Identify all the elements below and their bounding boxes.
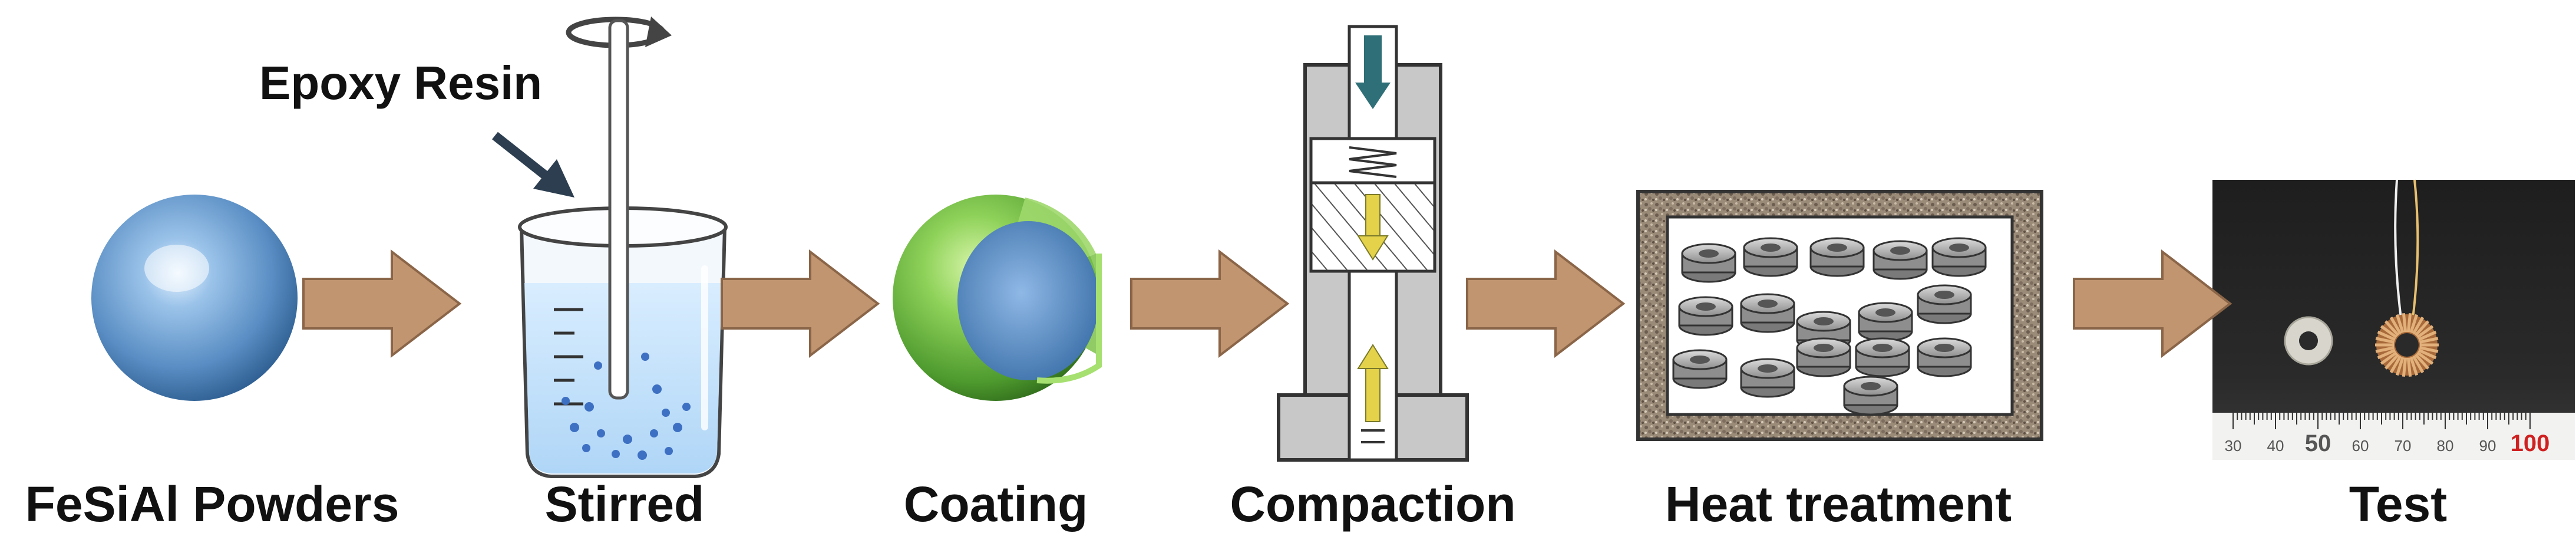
ruler-tick-label: 50 (2305, 430, 2331, 456)
toroid-cores (1672, 237, 1987, 416)
toroid-core-icon (1678, 296, 1733, 336)
ruler-tick-label: 100 (2511, 430, 2550, 456)
coated-sphere-icon (893, 195, 1102, 401)
toroid-core-icon (1917, 337, 1972, 377)
toroid-core-icon (1917, 284, 1972, 324)
ruler-tick-label: 40 (2267, 437, 2284, 455)
step-label-heat-treatment: Heat treatment (1665, 476, 2012, 532)
right-arrow-icon (302, 249, 462, 358)
callout-arrow-icon (492, 131, 574, 198)
beaker-icon (518, 17, 728, 478)
ruler-tick-label: 80 (2437, 437, 2454, 455)
right-arrow-icon (1130, 249, 1290, 358)
right-arrow-icon (1466, 249, 1626, 358)
step-label-powders: FeSiAl Powders (25, 476, 399, 532)
toroid-core-icon (1809, 237, 1865, 277)
flow-arrows (302, 249, 2232, 358)
press-down-arrow-icon (1355, 35, 1391, 109)
furnace-icon (1636, 190, 2043, 441)
compress-down-arrow-icon (1357, 194, 1389, 261)
toroid-core-icon (1681, 243, 1736, 283)
ruler: 30 40 50 60 70 80 90 100 (2225, 413, 2550, 456)
epoxy-resin-annotation: Epoxy Resin (259, 57, 543, 109)
step-label-test: Test (2349, 476, 2448, 532)
ruler-tick-label: 30 (2225, 437, 2242, 455)
press-die-icon (1277, 25, 1469, 462)
toroid-core-icon (1740, 358, 1795, 398)
toroid-core-icon (1931, 237, 1987, 277)
ruler-tick-label: 70 (2395, 437, 2412, 455)
toroid-core-icon (1843, 376, 1898, 416)
toroid-core-icon (1796, 337, 1851, 377)
ruler-tick-label: 60 (2352, 437, 2369, 455)
ruler-tick-label: 90 (2479, 437, 2496, 455)
toroid-core-icon (1743, 237, 1798, 277)
toroid-core-icon (1858, 302, 1913, 342)
right-arrow-icon (2073, 249, 2232, 358)
step-label-stirred: Stirred (544, 476, 705, 532)
step-label-coating: Coating (903, 476, 1088, 532)
toroid-photo-icon: 30 40 50 60 70 80 90 100 (2212, 179, 2575, 460)
sphere-icon (91, 195, 298, 401)
step-label-compaction: Compaction (1230, 476, 1516, 532)
compress-up-arrow-icon (1357, 344, 1389, 422)
toroid-core-icon (1872, 240, 1928, 280)
toroid-core-icon (1855, 337, 1910, 377)
toroid-core-icon (1740, 293, 1795, 333)
toroid-core-icon (1672, 349, 1728, 389)
right-arrow-icon (721, 249, 880, 358)
